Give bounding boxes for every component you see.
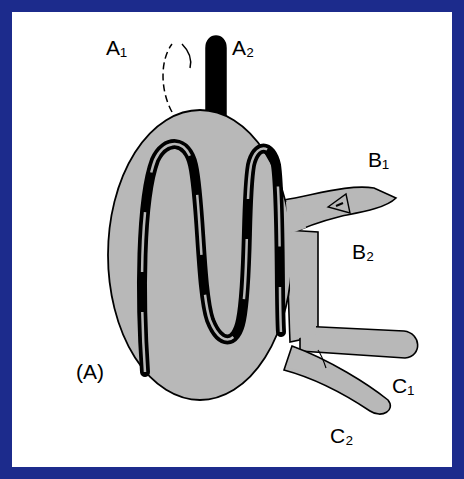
part-label: C₂ (330, 424, 353, 447)
panel-letter: (A) (76, 360, 104, 383)
part-label: A₂ (232, 36, 254, 59)
part-label: B₂ (352, 240, 374, 263)
part-label: C₁ (392, 374, 414, 397)
c-inner-line (318, 350, 326, 368)
dashed-a1-outline (182, 44, 191, 68)
part-label: A₁ (106, 36, 127, 59)
a2-bar (206, 36, 226, 116)
b-inner-mark (336, 203, 343, 206)
appendage-outlines (284, 187, 418, 414)
dashed-a1-outline (163, 44, 172, 112)
main-body (108, 110, 292, 400)
b-inner-shape (328, 194, 350, 213)
helix-stripe (142, 144, 281, 372)
appendage-joints (286, 200, 316, 372)
part-label: B₁ (368, 148, 389, 171)
helix-stripe-core (142, 144, 281, 372)
